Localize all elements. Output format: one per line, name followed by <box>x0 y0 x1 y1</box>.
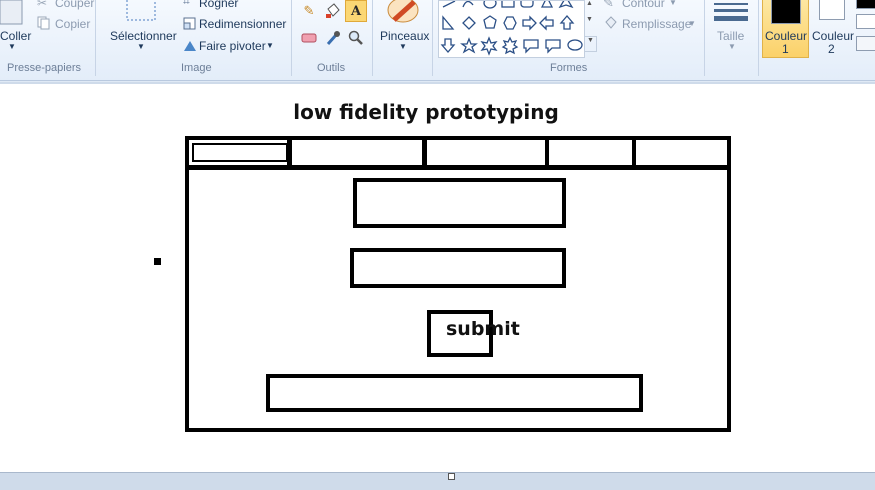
shapes-gallery[interactable] <box>438 0 585 58</box>
separator <box>291 0 292 76</box>
wireframe-submit-box <box>427 310 493 357</box>
brush-icon[interactable] <box>386 0 420 31</box>
palette-color-empty[interactable] <box>856 36 875 51</box>
scissors-icon: ✂ <box>37 0 48 10</box>
outline-button[interactable]: Contour <box>622 0 665 10</box>
drawing-title: low fidelity prototyping <box>293 100 559 124</box>
color1-swatch <box>771 0 801 24</box>
copy-icon <box>37 16 51 35</box>
size-button-label[interactable]: Taille <box>717 29 745 43</box>
resize-icon <box>183 17 196 35</box>
wireframe-input-box-2 <box>350 248 566 288</box>
stray-dot-mark <box>154 258 161 265</box>
color1-number: 1 <box>782 42 789 56</box>
paste-icon[interactable] <box>0 0 24 26</box>
palette-color-white[interactable] <box>856 14 875 29</box>
rotate-dropdown-arrow[interactable]: ▼ <box>266 41 274 50</box>
separator <box>758 0 759 76</box>
rotate-icon <box>183 39 197 57</box>
fill-icon <box>603 16 619 35</box>
text-tool-icon[interactable]: A <box>345 0 367 22</box>
magnifier-icon[interactable] <box>345 27 367 49</box>
select-button-label[interactable]: Sélectionner <box>110 29 177 43</box>
separator <box>95 0 96 76</box>
wireframe-input-box-1 <box>353 178 566 228</box>
crop-icon: ⌗ <box>183 0 190 8</box>
ribbon: Coller ▼ ✂ Couper Copier Presse-papiers … <box>0 0 875 81</box>
brushes-button-label[interactable]: Pinceaux <box>380 29 430 43</box>
palette-color-black[interactable] <box>856 0 875 9</box>
separator <box>432 0 433 76</box>
pencil-icon[interactable]: ✎ <box>303 3 315 18</box>
paste-dropdown-arrow[interactable]: ▼ <box>8 42 16 51</box>
wireframe-nav-divider-2 <box>422 140 427 170</box>
wireframe-navbar <box>185 136 731 170</box>
outline-icon: ✎ <box>603 0 614 10</box>
copy-button[interactable]: Copier <box>55 17 91 31</box>
brushes-dropdown-arrow[interactable]: ▼ <box>399 42 407 51</box>
shapes-expand[interactable]: ▼ <box>584 36 597 52</box>
outline-dropdown-arrow[interactable]: ▼ <box>669 0 677 7</box>
shapes-scroll-down[interactable]: ▼ <box>586 16 593 23</box>
shapes-scroll-up[interactable]: ▲ <box>586 0 593 7</box>
wireframe-submit-label: submit <box>446 318 520 340</box>
crop-button[interactable]: Rogner <box>199 0 239 10</box>
color-picker-icon[interactable] <box>322 27 344 49</box>
separator <box>372 0 373 76</box>
resize-button[interactable]: Redimensionner <box>199 17 287 31</box>
color2-swatch[interactable] <box>819 0 845 20</box>
select-dropdown-arrow[interactable]: ▼ <box>137 42 145 51</box>
color2-label[interactable]: Couleur <box>812 29 855 43</box>
image-group-label: Image <box>181 62 212 74</box>
fill-dropdown-arrow[interactable]: ▼ <box>688 19 696 28</box>
shapes-group-label: Formes <box>550 62 588 74</box>
paste-button-label[interactable]: Coller <box>0 29 32 43</box>
separator <box>704 0 705 76</box>
size-icon[interactable] <box>714 0 748 27</box>
size-dropdown-arrow[interactable]: ▼ <box>728 42 736 51</box>
rotate-button[interactable]: Faire pivoter <box>199 39 266 53</box>
wireframe-nav-divider-3 <box>545 140 549 166</box>
tools-group-label: Outils <box>317 62 346 74</box>
canvas-resize-handle[interactable] <box>448 473 455 480</box>
color1-label: Couleur <box>765 29 808 43</box>
color2-number[interactable]: 2 <box>828 42 835 56</box>
shapes-gallery-icons[interactable] <box>439 1 584 57</box>
cut-button[interactable]: Couper <box>55 0 95 10</box>
fill-bucket-icon[interactable] <box>322 0 344 22</box>
eraser-icon[interactable] <box>298 27 320 49</box>
wireframe-nav-tab-1 <box>192 143 288 162</box>
wireframe-nav-divider-4 <box>632 140 636 166</box>
fill-button[interactable]: Remplissage <box>622 17 692 31</box>
clipboard-group-label: Presse-papiers <box>7 62 81 74</box>
wireframe-nav-divider-1 <box>287 140 292 166</box>
wireframe-footer-box <box>266 374 643 412</box>
select-icon[interactable] <box>125 0 157 22</box>
